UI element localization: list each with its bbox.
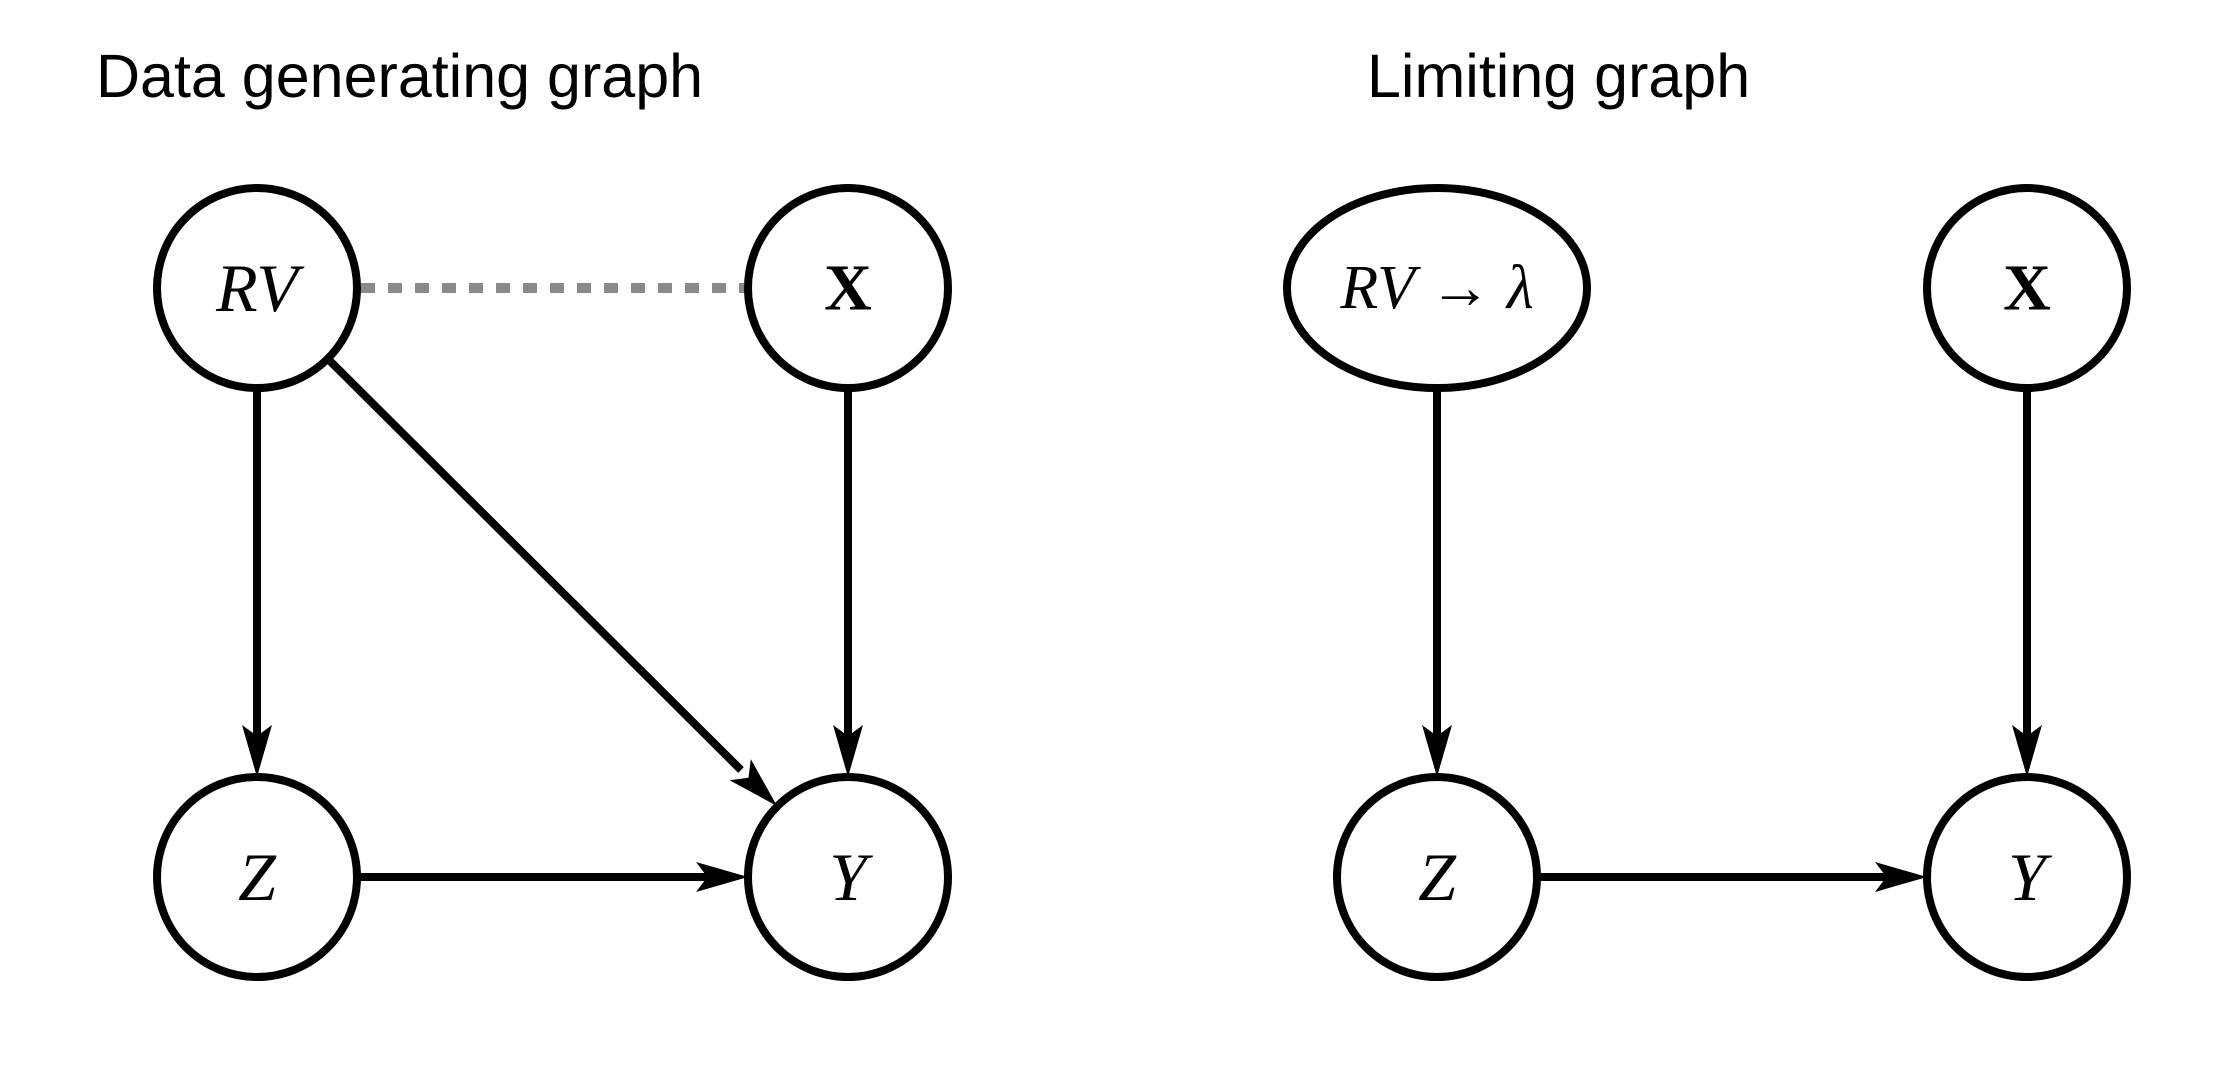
edge-x-y-right-arrow	[2012, 388, 2042, 777]
edge-z-y-arrow	[357, 862, 748, 892]
node-z-right-label: Z	[1418, 839, 1457, 915]
edge-rv-z-arrow	[242, 388, 272, 777]
edge-x-y-arrowhead	[833, 725, 863, 777]
edge-rv-y-arrow	[325, 356, 777, 806]
edge-rvlambda-z-arrowhead	[1422, 725, 1452, 777]
left-graph: Data generating graph RV X	[96, 42, 952, 981]
node-x-right-label: X	[2003, 252, 2051, 325]
node-y-right-label: Y	[2008, 839, 2052, 915]
right-graph-title: Limiting graph	[1367, 42, 1750, 110]
node-y-label: Y	[829, 839, 873, 915]
edge-rvlambda-z-arrow	[1422, 388, 1452, 777]
right-graph: Limiting graph RV → λ X Z Y	[1283, 42, 2131, 981]
edge-rv-y-arrowhead	[729, 759, 777, 806]
edge-x-y-arrow	[833, 388, 863, 777]
node-z-label: Z	[238, 839, 277, 915]
node-x-label: X	[824, 252, 872, 325]
node-rv-label: RV	[215, 250, 305, 326]
edge-z-y-arrowhead	[696, 862, 748, 892]
edge-rv-y-shaft	[325, 356, 744, 773]
node-rv-lambda-label: RV → λ	[1339, 254, 1533, 322]
edge-x-y-right-arrowhead	[2012, 725, 2042, 777]
edge-z-y-right-arrow	[1537, 862, 1927, 892]
edge-rv-z-arrowhead	[242, 725, 272, 777]
left-graph-title: Data generating graph	[96, 42, 703, 110]
edge-z-y-right-arrowhead	[1875, 862, 1927, 892]
